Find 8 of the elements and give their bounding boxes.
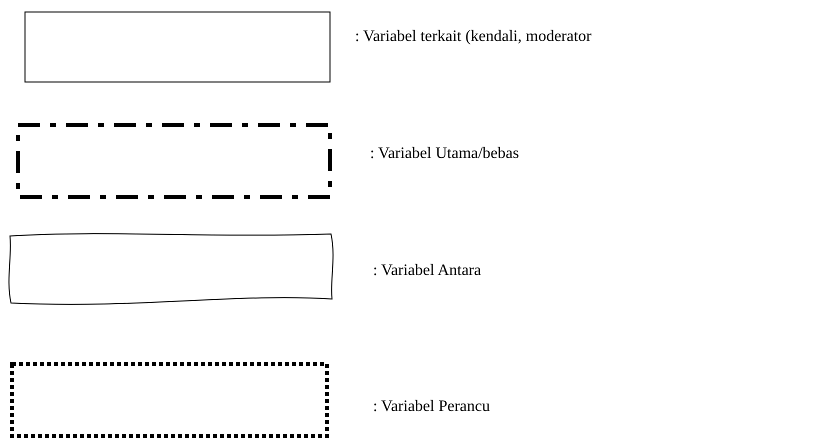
dash-dot-rectangle-sample: [16, 123, 332, 199]
legend-label: : Variabel Perancu: [373, 398, 490, 416]
dotted-rectangle-sample: [10, 362, 329, 438]
legend-label: : Variabel Utama/bebas: [370, 145, 519, 163]
legend-label: : Variabel terkait (kendali, moderator: [355, 28, 592, 46]
wavy-rectangle-sample: [8, 233, 334, 305]
legend-label: : Variabel Antara: [373, 262, 482, 280]
solid-rectangle-sample: [24, 12, 330, 82]
